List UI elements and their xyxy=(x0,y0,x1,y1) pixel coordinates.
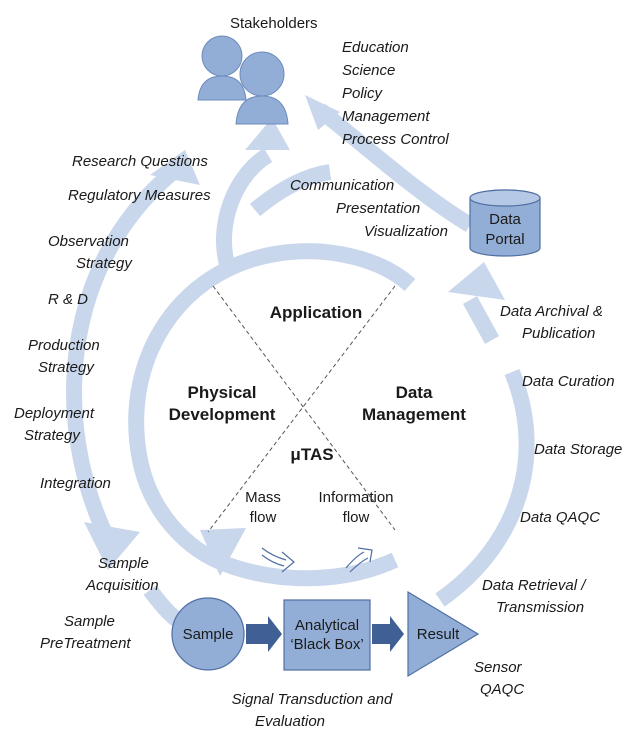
info-flow-curve-2 xyxy=(349,557,369,573)
person-front-head xyxy=(239,51,285,97)
person-back-body xyxy=(197,75,247,101)
cylinder-top xyxy=(469,189,541,207)
right-sensor-2: QAQC xyxy=(480,681,524,698)
right-curation: Data Curation xyxy=(522,373,615,390)
right-retrieval-1: Data Retrieval / xyxy=(482,577,587,594)
arrow-box-to-result xyxy=(372,616,404,652)
black-box-node: Analytical ‘Black Box’ xyxy=(283,599,371,671)
right-storage: Data Storage xyxy=(534,441,622,458)
left-observation-1: Observation xyxy=(48,233,129,250)
mass-flow-arrow-icon xyxy=(261,547,295,573)
result-triangle xyxy=(407,590,480,678)
left-sample-pre-1: Sample xyxy=(64,613,115,630)
head-right-up xyxy=(448,262,505,300)
signal-line-1: Signal Transduction and xyxy=(232,691,393,708)
diag-tl-br xyxy=(212,285,396,531)
sample-node: Sample xyxy=(171,597,245,671)
left-observation-2: Strategy xyxy=(76,255,133,272)
head-stakeholders xyxy=(150,150,200,185)
stake-process-control: Process Control xyxy=(342,131,449,148)
person-front-body xyxy=(235,95,289,125)
person-back-head xyxy=(201,35,243,77)
right-upward-band xyxy=(462,296,500,344)
inner-circle-arc xyxy=(128,243,416,587)
head-portal-end xyxy=(305,95,340,130)
result-label: Result xyxy=(417,626,460,643)
info-flow-head xyxy=(357,547,373,563)
stake-science: Science xyxy=(342,62,395,79)
center-info-flow-2: flow xyxy=(343,509,370,526)
stake-policy: Policy xyxy=(342,85,384,102)
comm-communication: Communication xyxy=(290,177,394,194)
center-utas: μTAS xyxy=(290,445,333,464)
center-info-flow-1: Information xyxy=(318,489,393,506)
signal-line-2: Evaluation xyxy=(255,713,325,729)
stakeholders-title: Stakeholders xyxy=(230,15,318,32)
left-sample-acq-1: Sample xyxy=(98,555,149,572)
center-mass-flow-1: Mass xyxy=(245,489,281,506)
black-box-line-1: Analytical xyxy=(295,617,359,634)
right-archival-2: Publication xyxy=(522,325,595,342)
up-to-stakeholders xyxy=(216,148,273,271)
left-deployment-1: Deployment xyxy=(14,405,95,422)
left-integration: Integration xyxy=(40,475,111,492)
left-production-1: Production xyxy=(28,337,100,354)
center-data-mgmt-1: Data xyxy=(396,383,433,402)
head-inner xyxy=(200,528,246,576)
right-sensor-1: Sensor xyxy=(474,659,523,676)
left-outer-arc xyxy=(66,161,183,544)
comm-presentation: Presentation xyxy=(336,200,420,217)
mass-flow-head xyxy=(281,551,295,573)
portal-band xyxy=(315,103,475,232)
left-sample-acq-2: Acquisition xyxy=(85,577,159,594)
center-physical-2: Development xyxy=(169,405,276,424)
center-mass-flow-2: flow xyxy=(250,509,277,526)
head-up-top xyxy=(245,118,290,150)
left-rd: R & D xyxy=(48,291,88,308)
diag-tr-bl xyxy=(207,285,396,533)
black-box-line-2: ‘Black Box’ xyxy=(290,636,363,653)
left-sample-pre-2: PreTreatment xyxy=(40,635,131,652)
center-application: Application xyxy=(270,303,363,322)
band-arrowheads xyxy=(84,95,505,576)
stake-education: Education xyxy=(342,39,409,56)
center-physical-1: Physical xyxy=(188,383,257,402)
head-left-down xyxy=(84,522,140,570)
comm-visualization: Visualization xyxy=(364,223,448,240)
center-data-mgmt-2: Management xyxy=(362,405,466,424)
result-node: Result xyxy=(407,590,480,678)
left-production-2: Strategy xyxy=(38,359,95,376)
info-flow-curve xyxy=(345,551,365,569)
communication-band xyxy=(249,164,332,217)
quadrant-lines xyxy=(207,285,396,533)
mass-flow-curve xyxy=(261,547,287,561)
left-research: Research Questions xyxy=(72,153,208,170)
sample-circle xyxy=(171,597,245,671)
right-archival-1: Data Archival & xyxy=(500,303,603,320)
black-box-rect xyxy=(283,599,371,671)
data-portal-line-2: Portal xyxy=(485,231,524,248)
left-regulatory: Regulatory Measures xyxy=(68,187,211,204)
left-deployment-2: Strategy xyxy=(24,427,81,444)
right-qaqc: Data QAQC xyxy=(520,509,600,526)
sample-label: Sample xyxy=(183,626,234,643)
data-portal-line-1: Data xyxy=(489,211,521,228)
arrow-bands xyxy=(66,103,535,633)
right-retrieval-2: Transmission xyxy=(496,599,584,616)
mass-flow-curve-2 xyxy=(261,554,285,567)
data-portal: Data Portal xyxy=(469,189,541,257)
arrow-sample-to-box xyxy=(246,616,282,652)
information-flow-arrow-icon xyxy=(345,547,373,573)
bottom-right-arc xyxy=(435,368,535,607)
stake-management: Management xyxy=(342,108,430,125)
stakeholders-icon xyxy=(197,35,289,125)
